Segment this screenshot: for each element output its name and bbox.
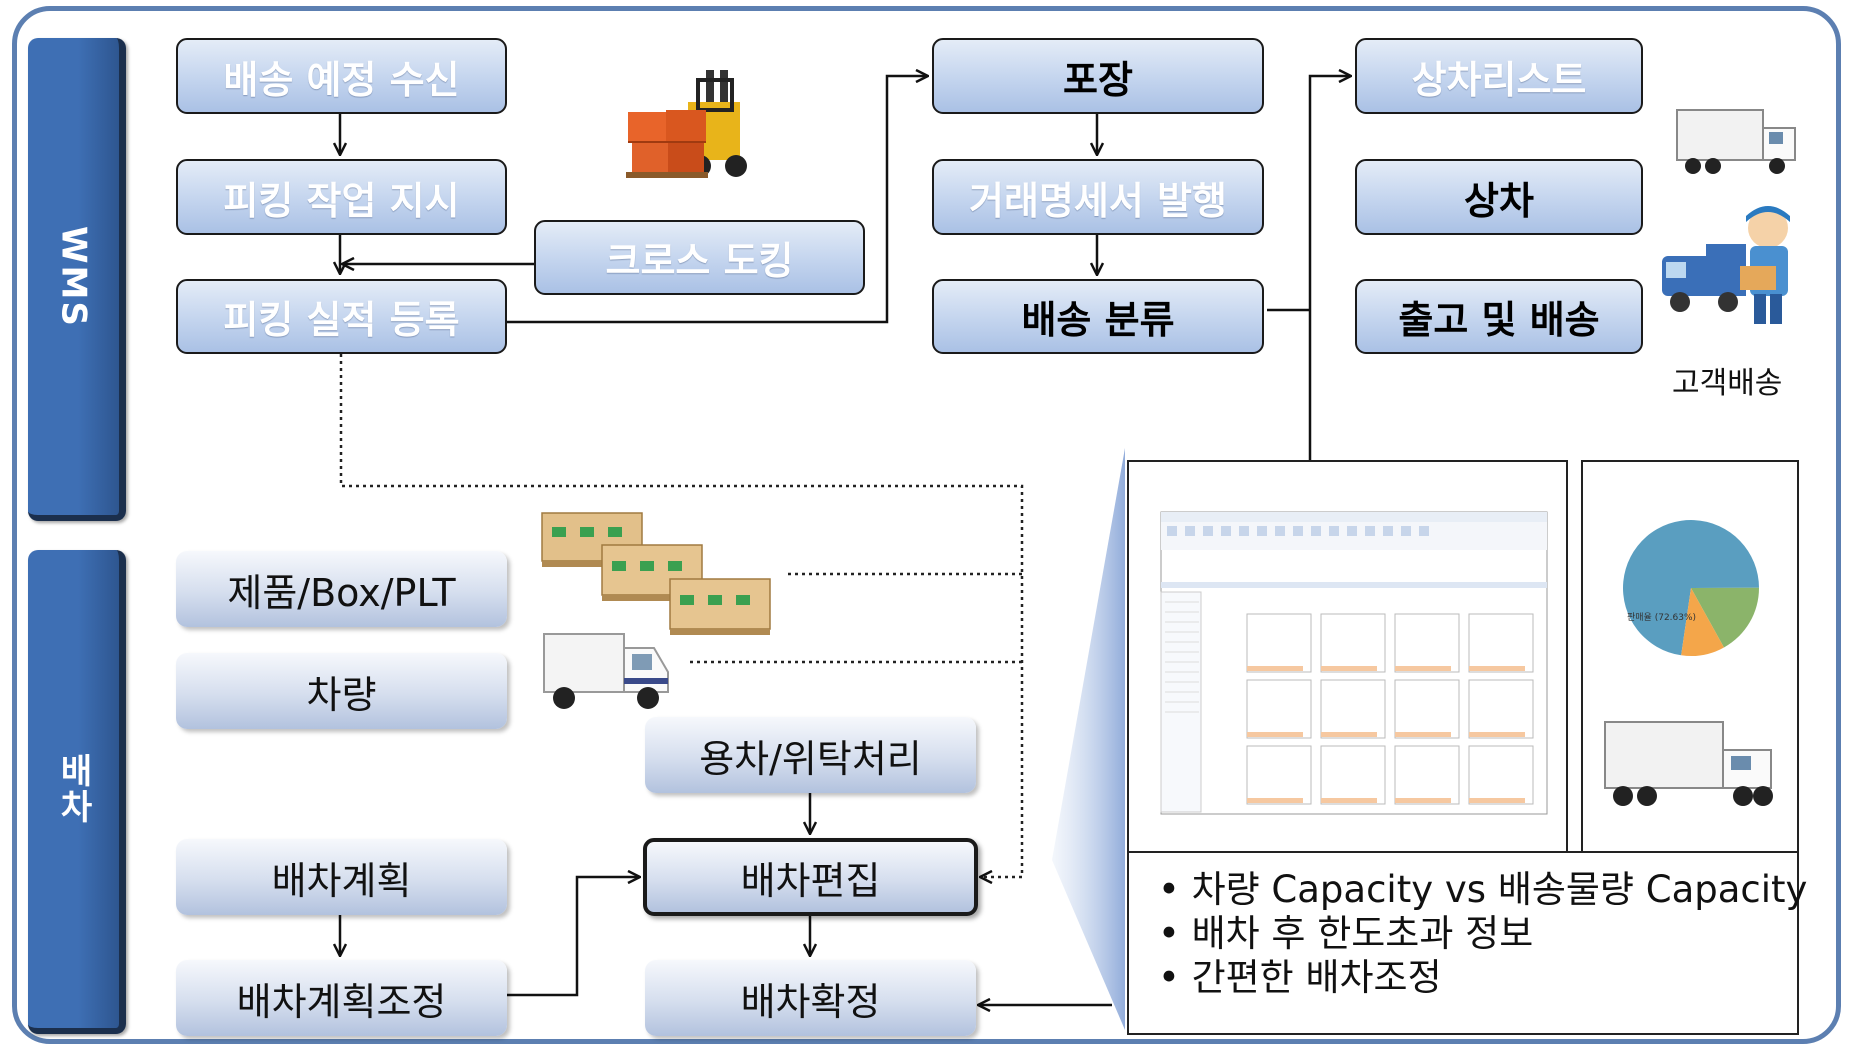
truck-icon	[1676, 109, 1796, 174]
node-charter: 용차/위탁처리	[645, 717, 976, 793]
node-delivery-sort: 배송 분류	[932, 279, 1264, 354]
node-shipping: 출고 및 배송	[1355, 279, 1643, 354]
feature-item: • 간편한 배차조정	[1158, 956, 1442, 999]
node-invoice: 거래명세서 발행	[932, 159, 1264, 235]
node-loading-list: 상차리스트	[1355, 38, 1643, 114]
boxes-pallet-icon	[541, 512, 771, 635]
node-delivery-schedule: 배송 예정 수신	[176, 38, 507, 114]
node-vehicle: 차량	[176, 653, 507, 729]
pie-slice	[1623, 520, 1759, 656]
feature-item: • 배차 후 한도초과 정보	[1158, 912, 1534, 955]
delivery-truck-icon	[543, 633, 669, 709]
pie-slice	[1681, 588, 1724, 656]
node-plan-adjust: 배차계획조정	[176, 960, 507, 1036]
node-loading: 상차	[1355, 159, 1643, 235]
node-picking-order: 피킹 작업 지시	[176, 159, 507, 235]
sales-pie-chart: 판매율 (72.63%)	[1623, 520, 1759, 656]
outer-frame	[12, 6, 1841, 1044]
dispatch-app-screenshot	[1160, 511, 1548, 815]
node-packing: 포장	[932, 38, 1264, 114]
node-edit: 배차편집	[643, 838, 978, 916]
chart-panel: 판매율 (72.63%)	[1581, 460, 1799, 853]
feature-item: • 차량 Capacity vs 배송물량 Capacity	[1158, 868, 1808, 911]
wms-section-label: WMS	[28, 38, 126, 521]
delivery-person-icon	[1662, 206, 1790, 324]
feature-list: • 차량 Capacity vs 배송물량 Capacity • 배차 후 한도…	[1158, 868, 1807, 1000]
feature-panel	[1127, 851, 1799, 1035]
dispatch-label-text: 배차	[53, 753, 93, 825]
screenshot-panel	[1127, 460, 1568, 853]
forklift-icon	[626, 70, 747, 178]
node-picking-result: 피킹 실적 등록	[176, 279, 507, 354]
customer-delivery-caption: 고객배송	[1672, 366, 1783, 401]
node-confirm: 배차확정	[645, 960, 976, 1036]
node-cross-docking: 크로스 도킹	[534, 220, 865, 295]
node-plan: 배차계획	[176, 839, 507, 915]
pie-label: 판매율 (72.63%)	[1627, 612, 1696, 623]
truck-trailer-icon	[1604, 721, 1773, 806]
dispatch-section-label: 배차	[28, 550, 126, 1034]
pie-slice	[1691, 587, 1759, 648]
wms-label-text: WMS	[53, 225, 94, 328]
node-product: 제품/Box/PLT	[176, 551, 507, 627]
